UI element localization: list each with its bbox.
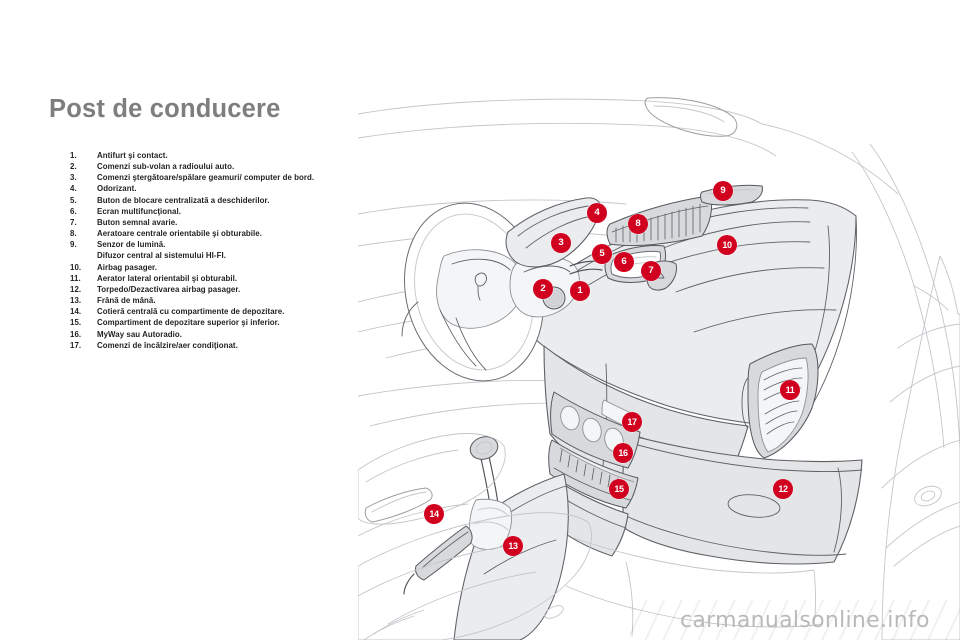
legend-item-label: Senzor de lumină. (97, 240, 166, 250)
passenger-door (881, 255, 960, 640)
floor-footwell (565, 537, 823, 637)
legend-item-label: Torpedo/Dezactivarea airbag pasager. (97, 284, 241, 294)
legend-item-label: Comenzi sub-volan a radioului auto. (97, 162, 235, 172)
legend-item-number: 4. (70, 184, 77, 194)
page-title: Post de conducere (49, 95, 281, 123)
callout-marker-8: 8 (628, 214, 648, 234)
legend-item-number: 11. (70, 273, 81, 283)
callout-marker-4: 4 (587, 203, 607, 223)
legend-item-number: 10. (70, 262, 82, 272)
legend-item: 15. Compartiment de depozitare superior ş… (70, 317, 340, 328)
legend-item: 1. Antifurt şi contact. (70, 150, 340, 161)
legend-item-label: Aerator lateral orientabil şi obturabil. (97, 273, 238, 283)
legend-item-number: 16. (70, 329, 82, 339)
callout-marker-2: 2 (533, 279, 553, 299)
legend-item: 8. Aeratoare centrale orientabile şi obtu… (70, 228, 340, 239)
legend-item: 11. Aerator lateral orientabil şi obturab… (70, 273, 340, 284)
legend-item-number: 3. (70, 173, 77, 183)
legend-item: 16. MyWay sau Autoradio. (70, 329, 340, 340)
legend-item-number: 6. (70, 206, 77, 216)
callout-marker-11: 11 (780, 380, 800, 400)
legend-item-number: 2. (70, 162, 77, 172)
callout-marker-7: 7 (641, 261, 661, 281)
callout-marker-14: 14 (424, 504, 444, 524)
driver-seat-armrest (358, 433, 592, 640)
callout-marker-10: 10 (717, 235, 737, 255)
legend-item: 14. Cotieră centrală cu compartimente de … (70, 306, 340, 317)
instrument-cluster-hood (505, 197, 601, 268)
handbrake (403, 525, 473, 595)
callout-marker-16: 16 (613, 443, 633, 463)
legend-item-number: 17. (70, 340, 82, 350)
legend-item-label: Antifurt şi contact. (97, 151, 168, 160)
legend-item-sublabel: Difuzor central al sistemului HI-FI. (97, 251, 226, 261)
legend-item: 12. Torpedo/Dezactivarea airbag pasager. (70, 284, 340, 295)
legend-item: 3. Comenzi ştergătoare/spălare geamuri/ c… (70, 172, 340, 183)
callout-marker-3: 3 (551, 233, 571, 253)
callout-marker-1: 1 (570, 281, 590, 301)
legend-item: 6. Ecran multifuncţional. (70, 206, 340, 217)
glovebox (622, 433, 863, 565)
legend-item-label: Airbag pasager. (97, 262, 157, 272)
callout-marker-9: 9 (713, 181, 733, 201)
legend-item-number: 8. (70, 229, 77, 239)
legend-list: 1. Antifurt şi contact. 2. Comenzi sub-vola… (70, 150, 340, 351)
legend-item: 2. Comenzi sub-volan a radioului auto. (70, 161, 340, 172)
legend-item-number: 15. (70, 318, 82, 328)
legend-item: 17. Comenzi de încălzire/aer condiţionat. (70, 340, 340, 351)
legend-item-number: 9. (70, 240, 77, 250)
legend-item: 9. Senzor de lumină.Difuzor central al si… (70, 239, 340, 261)
callout-marker-13: 13 (503, 536, 523, 556)
callout-marker-17: 17 (622, 412, 642, 432)
text-column: Post de conducere 1. Antifurt şi contact.… (0, 0, 358, 640)
legend-item-label: Compartiment de depozitare superior şi i… (97, 318, 280, 328)
legend-item-label: Aeratoare centrale orientabile şi obtura… (97, 229, 262, 239)
legend-item-label: Cotieră centrală cu compartimente de dep… (97, 307, 285, 317)
illustration-panel: .ln { fill:none; stroke:#9a9da1; stroke-… (358, 96, 960, 640)
legend-item-label: Comenzi ştergătoare/spălare geamuri/ com… (97, 173, 315, 183)
callout-marker-6: 6 (614, 252, 634, 272)
legend-item-label: Odorizant. (97, 184, 137, 194)
legend-item-label: Buton semnal avarie. (97, 217, 178, 227)
legend-item-number: 13. (70, 296, 82, 306)
legend-item: 13. Frână de mână. (70, 295, 340, 306)
legend-item-label: Ecran multifuncţional. (97, 206, 181, 216)
legend-item-number: 12. (70, 284, 82, 294)
legend-item-number: 14. (70, 307, 82, 317)
legend-item-label: MyWay sau Autoradio. (97, 329, 183, 339)
callout-marker-12: 12 (773, 479, 793, 499)
legend-item-label: Comenzi de încălzire/aer condiţionat. (97, 340, 238, 350)
legend-item: 7. Buton semnal avarie. (70, 217, 340, 228)
legend-item: 4. Odorizant. (70, 183, 340, 194)
gear-lever-console (453, 436, 569, 640)
legend-item-number: 5. (70, 195, 77, 205)
legend-item: 5. Buton de blocare centralizată a deschi… (70, 195, 340, 206)
legend-item: 10. Airbag pasager. (70, 262, 340, 273)
legend-item-label: Frână de mână. (97, 296, 156, 306)
callout-marker-5: 5 (592, 244, 612, 264)
callout-marker-15: 15 (609, 479, 629, 499)
a-pillar-windscreen (851, 143, 960, 451)
legend-item-label: Buton de blocare centralizată a deschide… (97, 195, 270, 205)
legend-item-number: 7. (70, 217, 77, 227)
legend-item-number: 1. (70, 151, 77, 160)
car-dashboard-cutaway-diagram: .ln { fill:none; stroke:#9a9da1; stroke-… (358, 96, 960, 640)
